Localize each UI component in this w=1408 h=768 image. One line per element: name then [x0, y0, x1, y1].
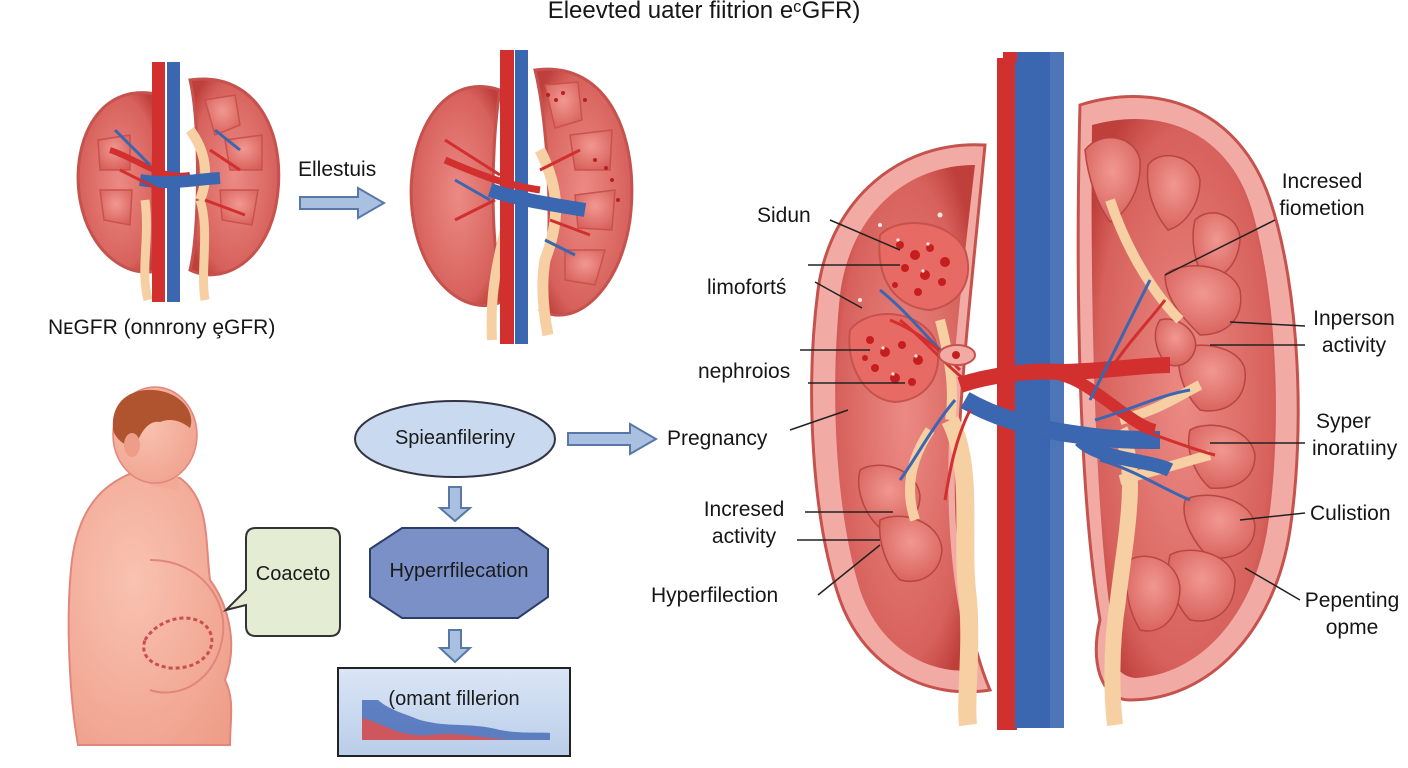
syper-inoratiny-label: Syper inoratıiny [1312, 410, 1398, 460]
culistion-label: Culistion [1310, 502, 1391, 525]
nephroios-label: nephroios [698, 360, 791, 383]
hyperfilection-label: Hyperfilection [651, 584, 779, 607]
down-arrow-1 [437, 486, 473, 523]
inperson-activity-label: Inperson activity [1313, 307, 1395, 357]
limoforts-label: limofortś [707, 276, 787, 299]
leader-lines [789, 219, 1306, 601]
pepenting-opme-label: Pepenting opme [1304, 589, 1400, 639]
down-arrow-2 [437, 629, 473, 664]
normal-kidney-caption: NᴇGFR (onnrony ȩGFR) [48, 316, 276, 339]
hyperrfilecation-hexagon-shape [369, 527, 549, 619]
omant-fillerion-label: (omant fillerion [388, 688, 520, 710]
incresed-fiometion-label: Incresed fiometion [1279, 170, 1365, 220]
incresed-activity-label-left: Incresed activity [703, 498, 785, 548]
inflamed-region-lower [848, 313, 940, 404]
pregnant-person-illustration [67, 386, 233, 746]
ellestuis-arrow-label: Ellestuis [298, 158, 377, 181]
diagram-title: Eleevted uater fiitrion eᶜGFR) [547, 0, 861, 24]
coaceto-speech-bubble [222, 527, 341, 637]
spieanfileriny-label: Spieanfileriny [394, 427, 516, 449]
normal-kidney-illustration [76, 62, 281, 302]
omant-fillerion-box-shape [337, 667, 571, 757]
coaceto-label: Coaceto [255, 563, 331, 585]
detailed-kidney-illustration [810, 52, 1300, 730]
middle-right-arrow [567, 422, 659, 456]
pregnancy-label: Pregnancy [667, 427, 768, 450]
sidun-label: Sidun [757, 204, 811, 227]
spieanfileriny-ellipse-shape [354, 400, 556, 478]
hyperrfilecation-label: Hyperrfilecation [389, 560, 529, 582]
elevated-kidney-illustration [409, 50, 634, 344]
top-right-arrow [299, 186, 387, 220]
